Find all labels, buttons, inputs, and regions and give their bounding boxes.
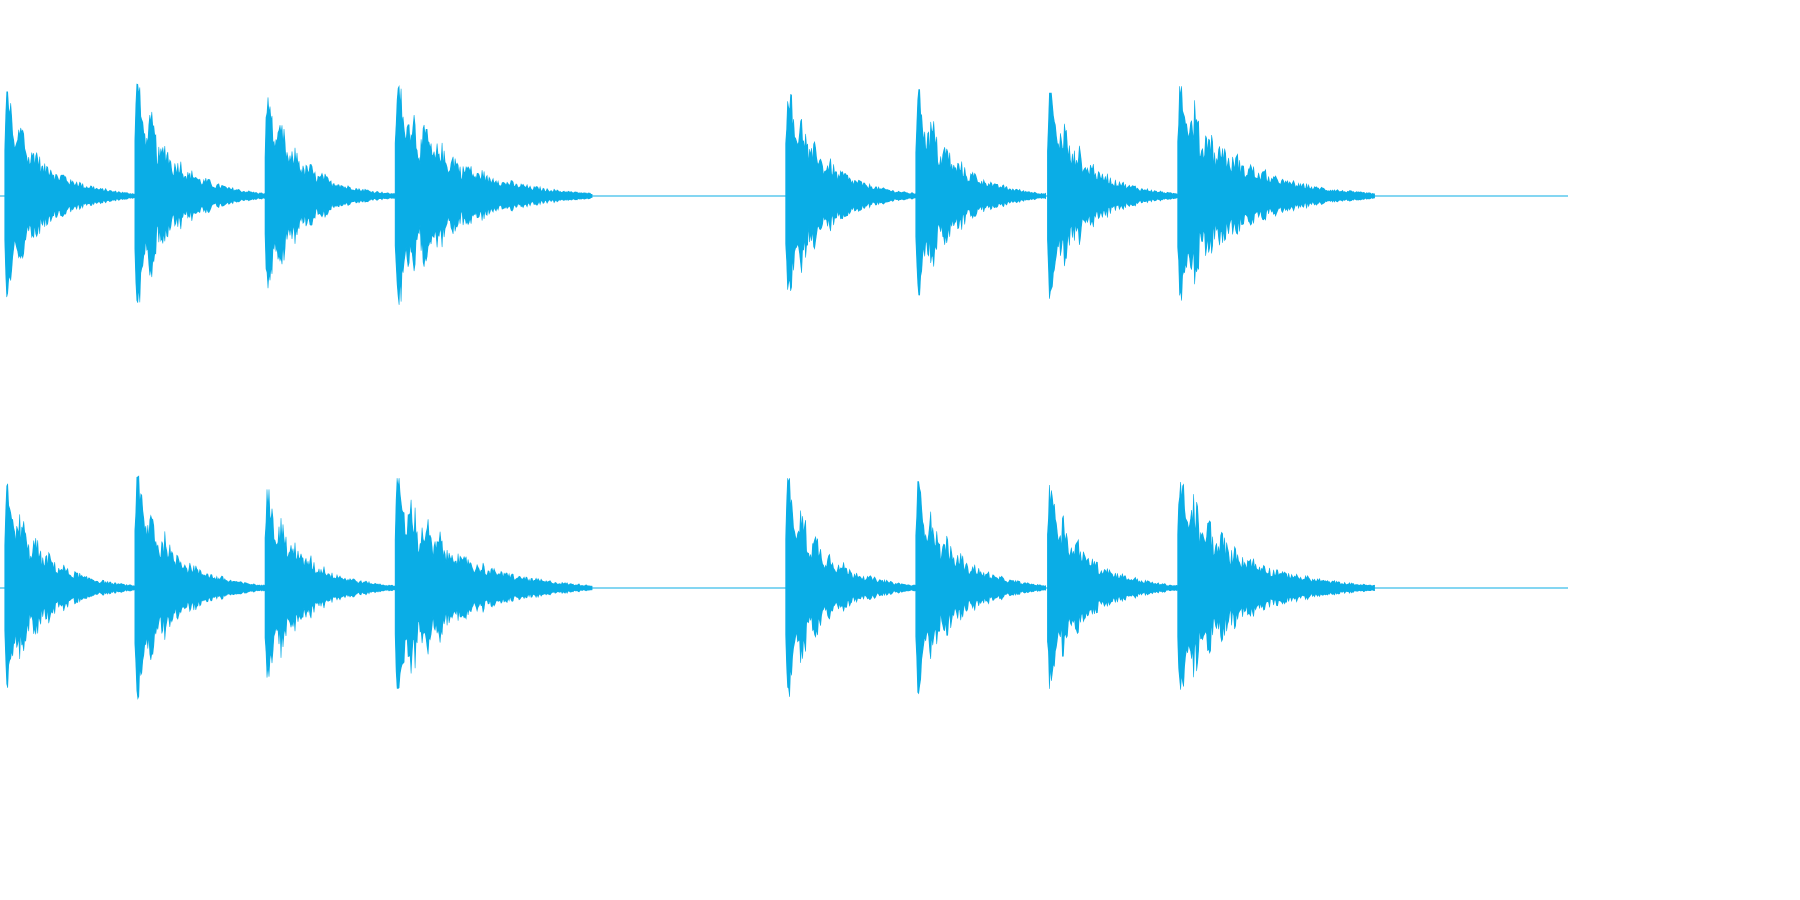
waveform-event-7 <box>1047 92 1178 299</box>
waveform-event-3 <box>264 489 396 678</box>
waveform-event-7 <box>1047 484 1178 689</box>
waveform-event-2 <box>134 83 266 303</box>
waveform-chart <box>0 83 1568 700</box>
waveform-event-1 <box>4 483 135 688</box>
waveform-event-5 <box>785 478 916 697</box>
channel-2 <box>0 475 1568 700</box>
waveform-event-8 <box>1177 86 1375 301</box>
waveform-event-3 <box>264 97 396 289</box>
waveform-event-1 <box>4 91 135 298</box>
channel-1 <box>0 83 1568 305</box>
waveform-event-4 <box>394 85 593 305</box>
waveform-event-5 <box>785 94 916 291</box>
waveform-event-8 <box>1177 481 1375 690</box>
waveform-event-2 <box>134 475 266 700</box>
waveform-event-6 <box>915 89 1046 296</box>
waveform-event-6 <box>915 481 1046 695</box>
waveform-event-4 <box>394 478 593 689</box>
